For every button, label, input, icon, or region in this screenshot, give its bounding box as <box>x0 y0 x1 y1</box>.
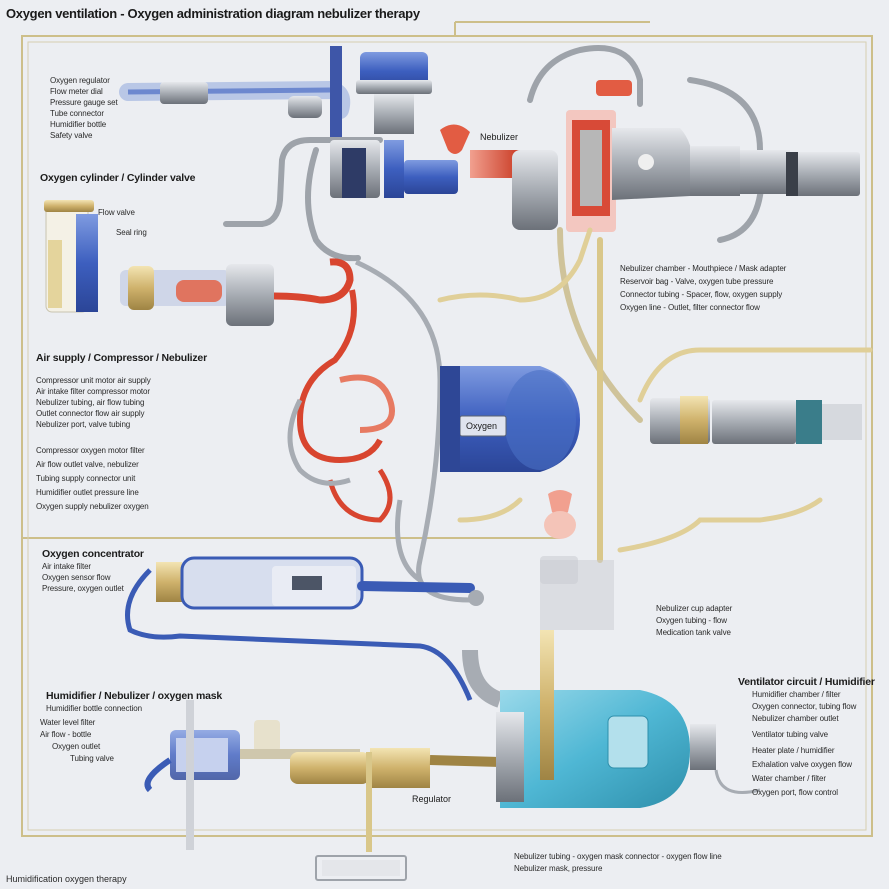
label-mid-left-2-0: Compressor oxygen motor filter <box>36 446 145 455</box>
bottom-tray <box>315 855 407 881</box>
label-right-lower-6: Water chamber / filter <box>752 774 826 783</box>
humidifier-chamber <box>462 630 761 808</box>
bottom-humidifier <box>144 700 501 852</box>
label-mid-left-1-3: Outlet connector flow air supply <box>36 409 145 418</box>
label-lower-left-0: Air intake filter <box>42 562 91 571</box>
frame-inner <box>27 41 867 831</box>
label-mid-left-2-2: Tubing supply connector unit <box>36 474 136 483</box>
nebulizer-cup <box>540 490 614 630</box>
red-tubing <box>120 258 395 523</box>
label-right-lower-4: Heater plate / humidifier <box>752 746 835 755</box>
label-bottom-center-1: Nebulizer mask, pressure <box>514 864 603 873</box>
label-cylinder-small-0: Flow valve <box>98 208 135 217</box>
label-compressor: Oxygen <box>466 421 498 431</box>
label-mid-left-1-0: Compressor unit motor air supply <box>36 376 151 385</box>
label-mid-left-2-1: Air flow outlet valve, nebulizer <box>36 460 139 469</box>
label-top-left-0: Oxygen regulator <box>50 76 110 85</box>
label-lower-left-2: Pressure, oxygen outlet <box>42 584 124 593</box>
label-bottom-center-0: Nebulizer tubing - oxygen mask connector… <box>514 852 722 861</box>
frame-lines <box>21 21 873 837</box>
label-mid-right-1: Oxygen tubing - flow <box>656 616 727 625</box>
label-top-left-1: Flow meter dial <box>50 87 103 96</box>
label-mid-left-1-2: Nebulizer tubing, air flow tubing <box>36 398 145 407</box>
label-right-lower-5: Exhalation valve oxygen flow <box>752 760 852 769</box>
label-cylinder-small-1: Seal ring <box>116 228 147 237</box>
top-right-fitting <box>690 146 860 196</box>
label-right-lower-0: Humidifier chamber / filter <box>752 690 841 699</box>
top-center-assembly <box>330 124 558 230</box>
label-right-upper-0: Nebulizer chamber - Mouthpiece / Mask ad… <box>620 264 787 273</box>
compressor-unit <box>440 366 580 472</box>
label-right-lower-2: Nebulizer chamber outlet <box>752 714 839 723</box>
label-bottom-left-2: Oxygen outlet <box>52 742 101 751</box>
label-bottom-left-3: Tubing valve <box>70 754 114 763</box>
label-right-lower-header: Ventilator circuit / Humidifier <box>738 676 875 688</box>
label-top-left-4: Humidifier bottle <box>50 120 107 129</box>
gray-tubes <box>223 45 765 423</box>
label-bottom-left-sub: Humidifier bottle connection <box>46 704 142 713</box>
top-blue-tube <box>119 80 351 119</box>
oxygen-cylinder <box>44 200 98 313</box>
label-mid-left-2-3: Humidifier outlet pressure line <box>36 488 139 497</box>
oxygen-concentrator <box>125 556 484 701</box>
label-mid-right-0: Nebulizer cup adapter <box>656 604 733 613</box>
label-bottom-left-1: Air flow - bottle <box>40 730 92 739</box>
right-cylinder <box>650 396 862 444</box>
label-mid-left-1-4: Nebulizer port, valve tubing <box>36 420 131 429</box>
label-mid-left-2-4: Oxygen supply nebulizer oxygen <box>36 502 149 511</box>
label-right-lower-7: Oxygen port, flow control <box>752 788 838 797</box>
label-right-upper-2: Connector tubing - Spacer, flow, oxygen … <box>620 290 783 299</box>
footer-caption: Humidification oxygen therapy <box>6 874 127 884</box>
cream-tubing <box>437 227 873 563</box>
label-right-upper-3: Oxygen line - Outlet, filter connector f… <box>620 303 760 312</box>
flow-valve-top-right <box>566 80 694 232</box>
label-cylinder-header: Oxygen cylinder / Cylinder valve <box>40 172 196 184</box>
label-lower-left-1: Oxygen sensor flow <box>42 573 111 582</box>
label-lower-left-header: Oxygen concentrator <box>42 548 144 560</box>
label-right-upper-1: Reservoir bag - Valve, oxygen tube press… <box>620 277 774 286</box>
label-bottom-left-header: Humidifier / Nebulizer / oxygen mask <box>46 690 223 702</box>
label-top-left-5: Safety valve <box>50 131 93 140</box>
label-mid-left-header: Air supply / Compressor / Nebulizer <box>36 352 207 364</box>
label-bottom-tag: Regulator <box>412 794 452 804</box>
label-top-left-2: Pressure gauge set <box>50 98 118 107</box>
label-right-lower-3: Ventilator tubing valve <box>752 730 828 739</box>
regulator-top <box>330 46 432 138</box>
label-top-center: Nebulizer <box>480 132 519 142</box>
label-mid-left-1-1: Air intake filter compressor motor <box>36 387 150 396</box>
label-right-lower-1: Oxygen connector, tubing flow <box>752 702 857 711</box>
label-bottom-left-0: Water level filter <box>40 718 96 727</box>
page-title: Oxygen ventilation - Oxygen administrati… <box>6 6 420 21</box>
label-top-left-3: Tube connector <box>50 109 104 118</box>
label-mid-right-2: Medication tank valve <box>656 628 731 637</box>
